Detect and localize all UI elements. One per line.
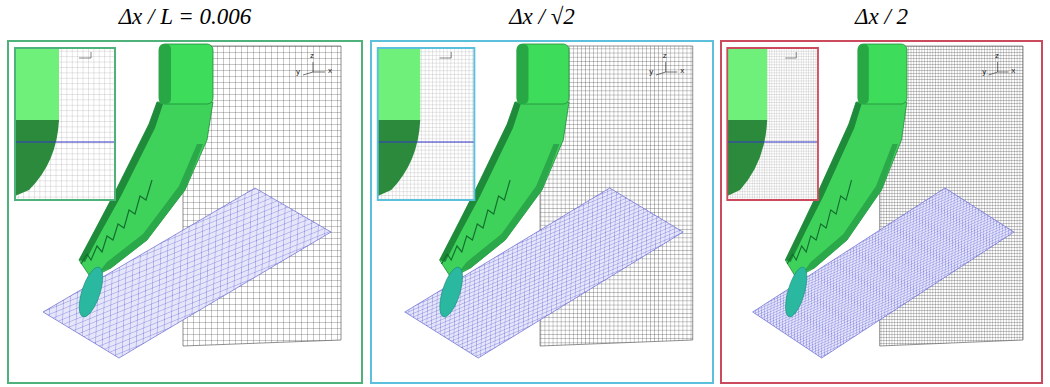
panel-heading: Δx / 2 [722, 4, 1041, 30]
panel-heading: Δx / √2 [372, 4, 712, 30]
horizontal-grid-plane [43, 188, 331, 358]
zoom-inset [378, 48, 475, 200]
mesh-panel: Δx / L = 0.006 [7, 40, 363, 384]
axis-label: z [663, 52, 667, 60]
axis-label: y [982, 68, 986, 76]
zoom-inset [727, 48, 818, 200]
axis-label: y [296, 68, 300, 76]
zoom-inset [15, 48, 115, 200]
mesh-panel: Δx / √2 [370, 40, 714, 384]
panel-heading: Δx / L = 0.006 [9, 4, 361, 30]
horizontal-grid-plane [753, 188, 1014, 358]
axis-label: x [680, 67, 684, 75]
axis-label: y [649, 68, 653, 76]
axis-label: z [995, 52, 999, 60]
axis-triad [989, 62, 1009, 75]
horizontal-grid-plane [405, 188, 683, 358]
axis-triad [303, 62, 325, 75]
mesh-panel: Δx / 2 [720, 40, 1043, 384]
panel-illustration [15, 44, 341, 358]
axis-triad [656, 62, 677, 75]
panel-illustration [378, 44, 693, 358]
panel-illustration [727, 44, 1023, 358]
axis-label: z [310, 52, 314, 60]
axis-label: x [1011, 67, 1015, 75]
axis-label: x [328, 67, 332, 75]
